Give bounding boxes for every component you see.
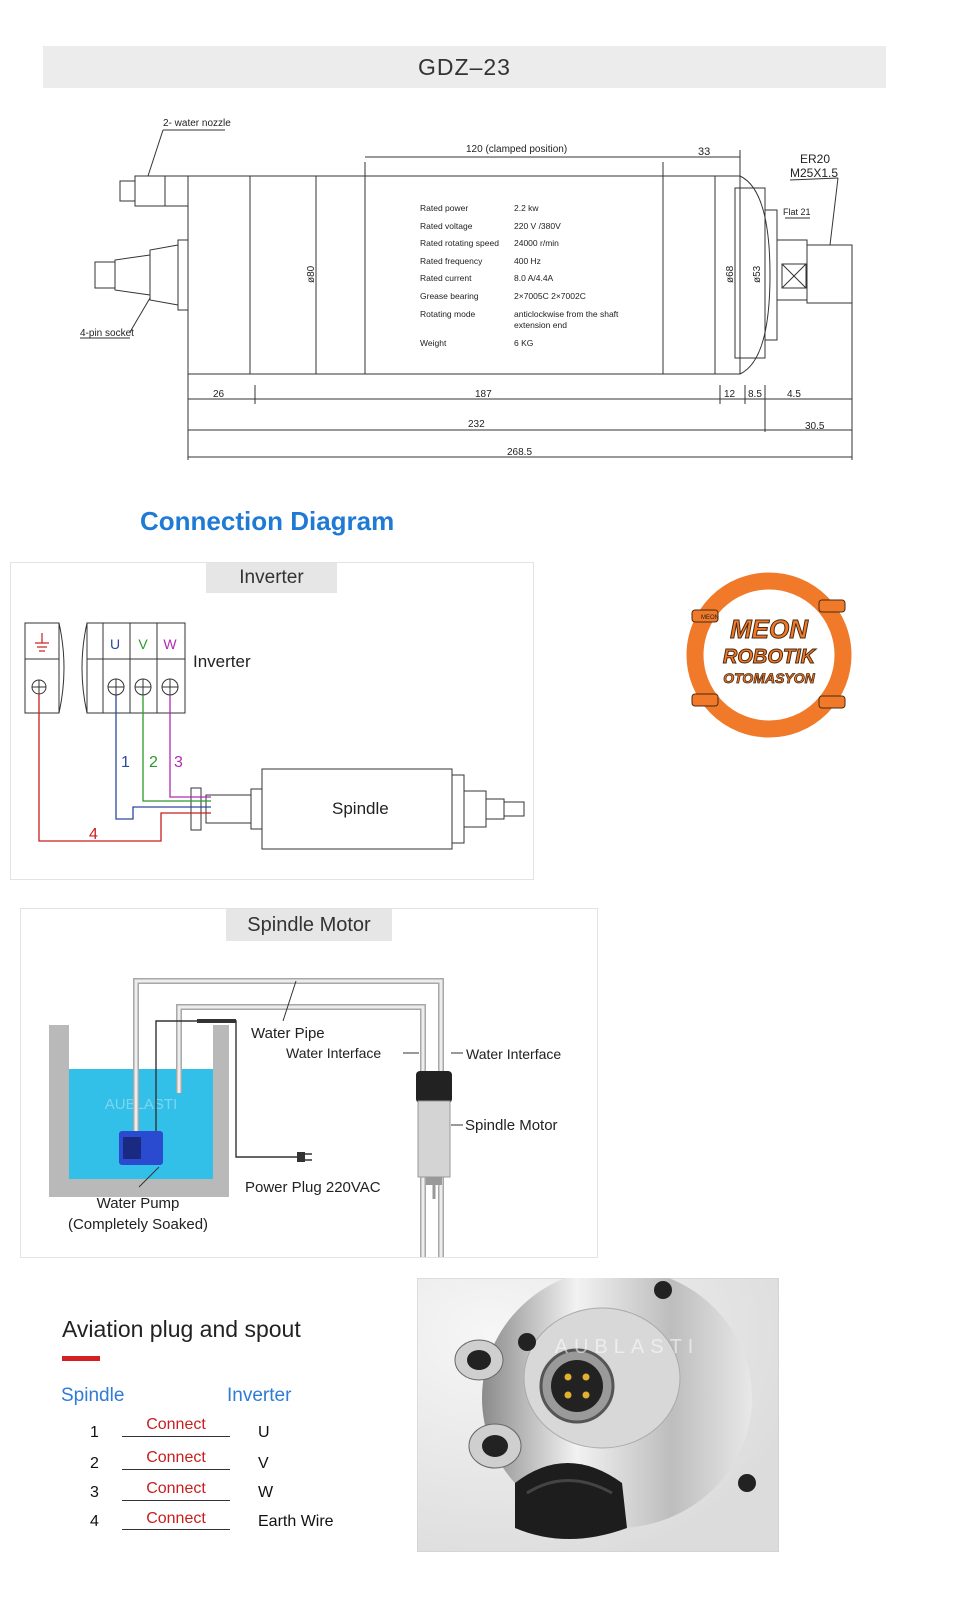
water-pipe-label: Water Pipe [251,1025,325,1042]
dim-232: 232 [468,419,485,430]
pin-row: 2 Connect V [88,1449,348,1477]
pin-number: 3 [90,1484,99,1501]
wire-1-label: 1 [121,754,130,771]
socket-label: 4-pin socket [80,328,134,339]
spec-label: Rated rotating speed [420,238,499,248]
connect-label: Connect [146,1449,206,1466]
connect-label: Connect [146,1416,206,1433]
dia80-label: ø80 [306,265,317,283]
spec-label: Rated voltage [420,221,473,231]
pin-number: 2 [90,1455,99,1472]
connection-panel: Inverter [10,562,534,880]
dim-30-5: 30.5 [805,421,825,432]
inverter-column-header: Inverter [227,1385,292,1406]
spec-value: 2×7005C 2×7002C [514,291,586,301]
spec-table: Rated power 2.2 kw Rated voltage 220 V /… [420,203,619,348]
spec-label: Rated frequency [420,256,483,266]
dia53-label: ø53 [752,265,763,283]
inverter-target: Earth Wire [258,1513,334,1530]
logo-line2: ROBOTIK [723,646,817,668]
wire-2-label: 2 [149,754,158,771]
aviation-plug-photo: AUBLASTI [417,1278,779,1552]
spindle-column-header: Spindle [61,1385,125,1406]
inverter-target: W [258,1484,274,1501]
model-title-bar: GDZ–23 [43,46,886,88]
dim-4-5: 4.5 [787,389,801,400]
photo-watermark: AUBLASTI [555,1336,700,1358]
connect-line [122,1469,230,1470]
pin-row: 4 Connect Earth Wire [88,1510,358,1538]
pump-label-line2: (Completely Soaked) [68,1216,208,1233]
spec-value: extension end [514,320,567,330]
spindle-motor-label: Spindle Motor [465,1117,558,1134]
spec-value: 8.0 A/4.4A [514,273,554,283]
spindle-motor-tab: Spindle Motor [226,909,392,941]
connection-diagram-title: Connection Diagram [140,506,395,536]
spec-label: Rotating mode [420,309,476,319]
connect-line [122,1436,230,1437]
connect-label: Connect [146,1480,206,1497]
spindle-label: Spindle [332,799,389,818]
dimension-drawing: 2- water nozzle 4-pin socket 120 (clampe… [80,118,853,460]
spec-value: 220 V /380V [514,221,561,231]
logo-line3: OTOMASYON [723,670,815,686]
spec-value: 2.2 kw [514,203,539,213]
connect-label: Connect [146,1510,206,1527]
model-title: GDZ–23 [418,53,511,80]
tank-watermark: AUBLASTI [105,1096,178,1113]
dim-8-5: 8.5 [748,389,762,400]
connect-line [122,1529,230,1530]
spec-value: 6 KG [514,338,533,348]
spec-label: Rated power [420,203,468,213]
water-nozzle-label: 2- water nozzle [163,118,231,129]
spec-label: Rated current [420,273,472,283]
wire-3-label: 3 [174,754,183,771]
phase-w-label: W [163,636,177,652]
spec-value: anticlockwise from the shaft [514,309,619,319]
logo-badge: MEON [701,615,719,621]
wire-4-label: 4 [89,826,98,843]
collet-label: ER20 [800,152,830,166]
pin-row: 3 Connect W [88,1480,348,1508]
cooling-panel: Spindle Motor AUBLASTI [20,908,598,1258]
dim-33: 33 [698,146,710,158]
inverter-target: U [258,1424,270,1441]
power-plug-label: Power Plug 220VAC [245,1179,381,1196]
inverter-tab: Inverter [206,563,337,593]
logo-line1: MEON [730,614,809,644]
wiring-diagram: U V W Inverter Spindle 1 2 3 4 [24,622,525,850]
dim-187: 187 [475,389,492,400]
inverter-target: V [258,1455,269,1472]
dim-268-5: 268.5 [507,447,532,458]
pin-number: 1 [90,1424,99,1441]
clamped-dim: 120 (clamped position) [466,144,567,155]
flat-label: Flat 21 [783,207,811,217]
dim-12: 12 [724,389,736,400]
cooling-diagram: AUBLASTI Water Pipe [49,978,561,1257]
title-underline [62,1356,100,1361]
water-interface-right-label: Water Interface [466,1046,561,1062]
pin-row: 1 Connect U [88,1416,348,1444]
phase-u-label: U [110,636,120,652]
aviation-title: Aviation plug and spout [62,1316,301,1342]
dim-26: 26 [213,389,225,400]
spec-value: 400 Hz [514,256,541,266]
dia68-label: ø68 [725,265,736,283]
meon-robotik-logo: MEON MEON ROBOTIK OTOMASYON [686,572,852,738]
phase-v-label: V [138,636,148,652]
pin-number: 4 [90,1513,99,1530]
connect-line [122,1500,230,1501]
thread-label: M25X1.5 [790,166,838,180]
spec-value: 24000 r/min [514,238,559,248]
spec-label: Grease bearing [420,291,479,301]
spec-label: Weight [420,338,447,348]
water-interface-left-label: Water Interface [286,1045,381,1061]
pump-label-line1: Water Pump [97,1195,180,1212]
inverter-label: Inverter [193,652,251,671]
